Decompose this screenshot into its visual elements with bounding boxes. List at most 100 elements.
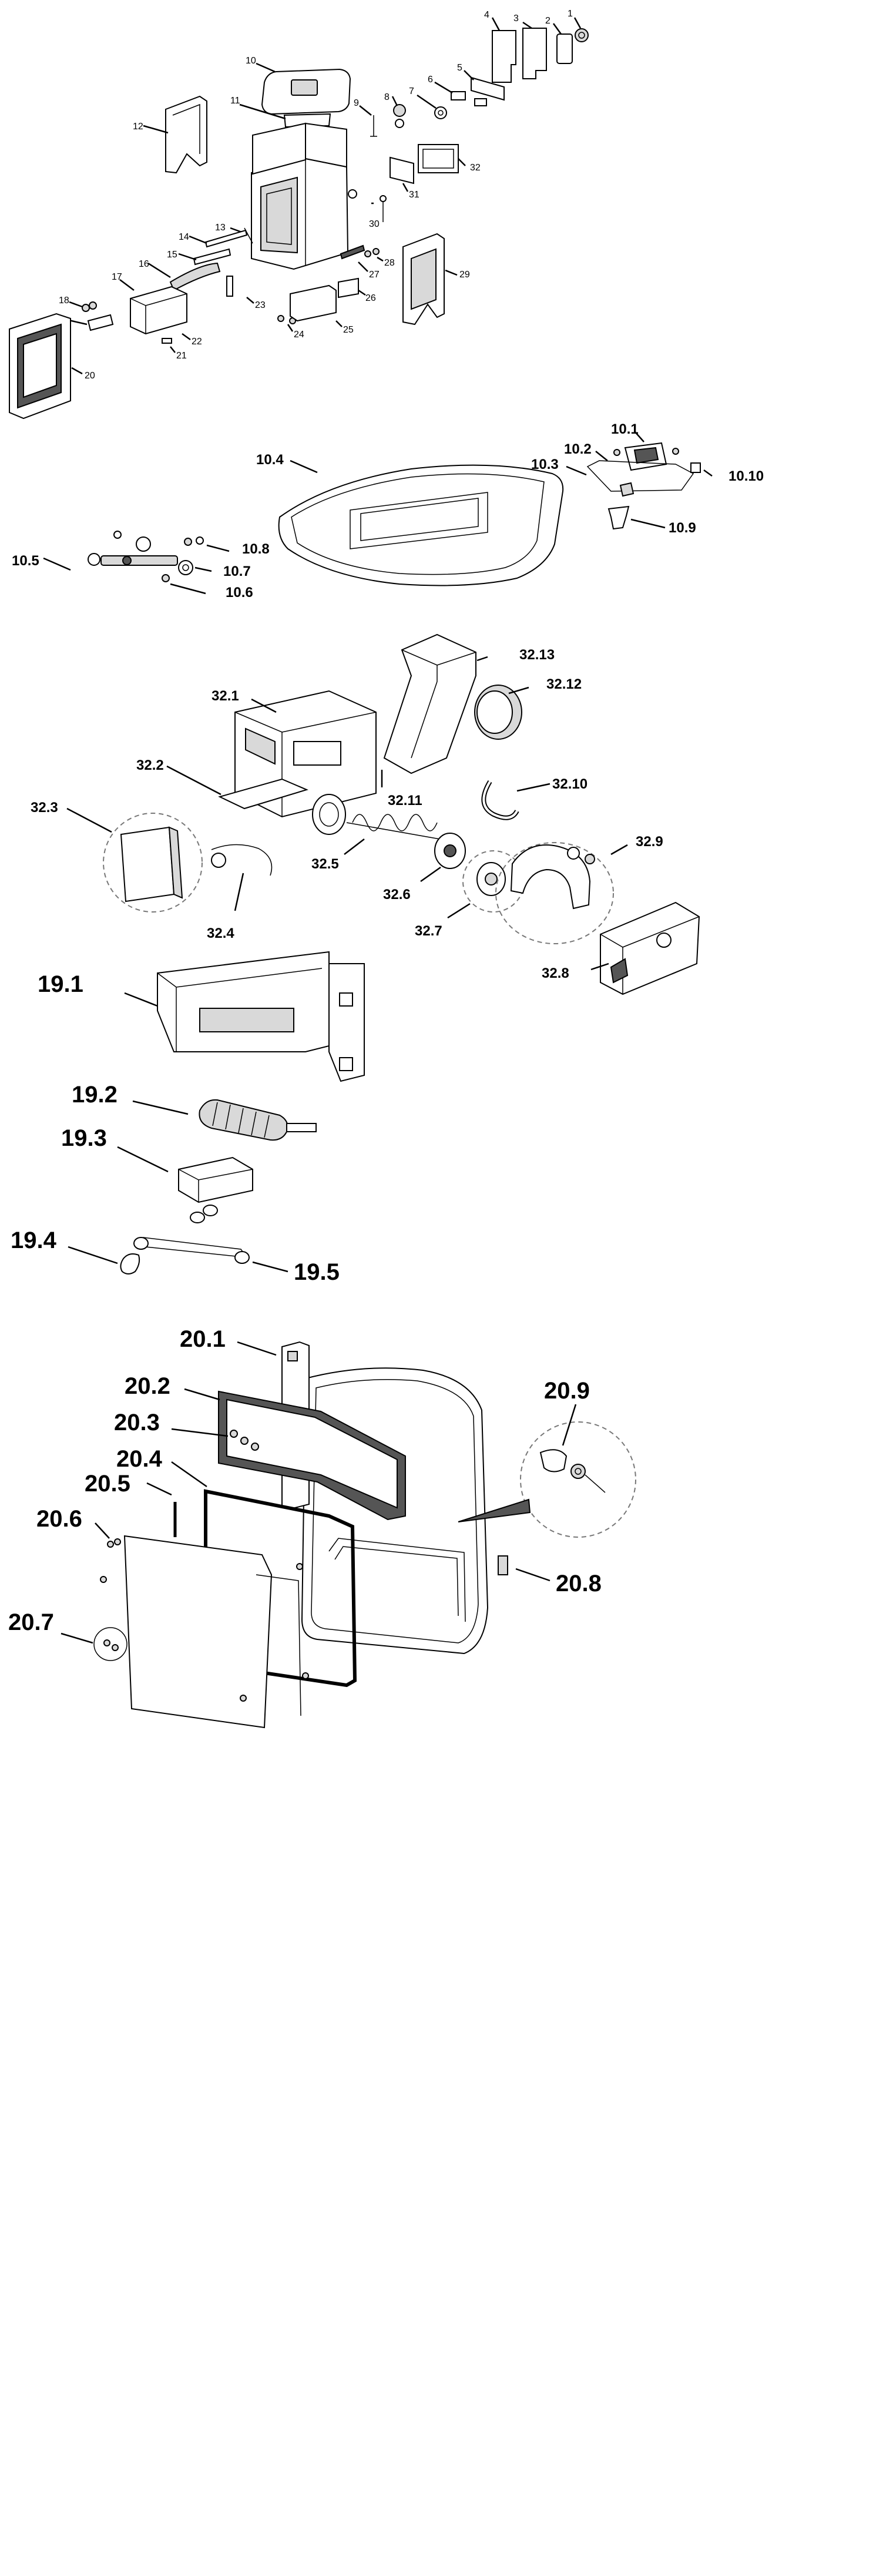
part-18: 18 (59, 296, 97, 312)
firepot-section: 19.1 19.2 19.3 19.5 19.4 (11, 951, 365, 1285)
part-32-2: 32.2 (136, 757, 308, 810)
label-15: 15 (167, 250, 177, 260)
part-21: 21 (162, 338, 187, 361)
label-26: 26 (365, 293, 376, 303)
part-19-3: 19.3 (61, 1125, 253, 1223)
label-20-9: 20.9 (544, 1378, 590, 1404)
part-12: 12 (133, 95, 207, 174)
label-20-5: 20.5 (85, 1471, 130, 1497)
label-32-1: 32.1 (212, 688, 239, 704)
part-20-8: 20.8 (498, 1555, 602, 1596)
part-10-9: 10.9 (607, 505, 696, 536)
part-5: 5 (457, 63, 505, 101)
part-15: 15 (167, 248, 231, 266)
label-17: 17 (112, 272, 122, 282)
door-section: 20.1 20.2 20.3 20.4 20.5 (8, 1326, 636, 1729)
label-20-8: 20.8 (556, 1571, 602, 1596)
part-19-2: 19.2 (72, 1082, 317, 1141)
label-32-10: 32.10 (552, 776, 588, 792)
hopper-section: 32.13 32.12 32.1 32.2 32.11 (31, 633, 700, 995)
label-5: 5 (457, 63, 462, 73)
part-9: 9 (354, 98, 377, 137)
part-32-7: 32.7 (415, 850, 525, 939)
label-10-4: 10.4 (256, 452, 284, 468)
label-31: 31 (409, 190, 419, 200)
part-2: 2 (545, 16, 573, 64)
part-26: 26 (338, 277, 376, 303)
part-10-6: 10.6 (162, 574, 253, 601)
part-20-3: 20.3 (114, 1410, 259, 1451)
part-20-7: 20.7 (8, 1609, 127, 1661)
label-7: 7 (409, 86, 414, 96)
label-8: 8 (384, 92, 390, 102)
label-20-3: 20.3 (114, 1410, 160, 1435)
part-6: 6 (428, 75, 487, 106)
label-32-13: 32.13 (519, 647, 555, 663)
label-11: 11 (230, 96, 240, 106)
part-32-8: 32.8 (542, 901, 700, 995)
label-3: 3 (513, 14, 519, 24)
top-plate-section: 10.4 10.1 10.2 10.3 10.10 10.9 (12, 421, 764, 601)
part-32-9: 32.9 (495, 834, 663, 944)
label-9: 9 (354, 98, 359, 108)
part-10-5: 10.5 (12, 531, 178, 571)
label-6: 6 (428, 75, 433, 85)
part-20-2: 20.2 (125, 1373, 406, 1521)
label-19-3: 19.3 (61, 1125, 107, 1151)
part-20-9: 20.9 (458, 1378, 636, 1538)
part-29: 29 (402, 233, 470, 326)
part-10-4: 10.4 (256, 452, 564, 586)
label-32-8: 32.8 (542, 965, 569, 981)
part-23: 23 (226, 276, 266, 310)
part-32-3: 32.3 (31, 800, 203, 913)
part-3: 3 (513, 14, 547, 79)
part-19-4: 19.4 (11, 1227, 140, 1274)
label-32: 32 (470, 163, 481, 173)
label-22: 22 (192, 337, 202, 347)
label-10-10: 10.10 (728, 468, 764, 484)
part-27: 27 (340, 244, 380, 280)
label-16: 16 (139, 259, 149, 269)
part-10-2: 10.2 (564, 441, 694, 492)
label-10-1: 10.1 (611, 421, 639, 437)
part-7: 7 (409, 86, 447, 119)
label-30: 30 (369, 219, 380, 229)
label-25: 25 (343, 325, 354, 335)
label-10-9: 10.9 (669, 520, 696, 536)
part-10-10: 10.10 (690, 462, 764, 484)
part-32-6: 32.6 (383, 833, 466, 903)
part-16: 16 (139, 259, 221, 291)
part-20: 20 (9, 313, 95, 420)
part-10-7: 10.7 (178, 560, 251, 579)
label-13: 13 (215, 223, 226, 233)
part-10-3: 10.3 (531, 457, 634, 497)
label-32-4: 32.4 (207, 925, 234, 941)
label-32-12: 32.12 (546, 676, 582, 692)
label-19-4: 19.4 (11, 1227, 57, 1253)
part-19-5: 19.5 (133, 1237, 340, 1285)
label-32-7: 32.7 (415, 923, 442, 939)
part-32-4: 32.4 (207, 844, 273, 941)
part-30: 30 (369, 195, 387, 229)
part-28: 28 (364, 248, 395, 268)
label-19-5: 19.5 (294, 1259, 340, 1285)
label-32-9: 32.9 (636, 834, 663, 850)
label-19-1: 19.1 (38, 971, 83, 997)
part-11: 11 (230, 96, 331, 128)
label-32-11: 32.11 (388, 793, 422, 809)
label-23: 23 (255, 300, 266, 310)
part-19-1: 19.1 (38, 951, 365, 1082)
label-10-6: 10.6 (226, 585, 253, 601)
label-14: 14 (179, 232, 189, 242)
part-10-8: 10.8 (184, 536, 270, 557)
label-27: 27 (369, 270, 380, 280)
part-32: 32 (418, 144, 481, 173)
label-32-5: 32.5 (311, 856, 339, 872)
label-20-4: 20.4 (116, 1446, 163, 1472)
part-8: 8 (384, 92, 406, 128)
label-2: 2 (545, 16, 550, 26)
part-22: 22 (182, 333, 202, 347)
part-31: 31 (390, 156, 419, 200)
label-4: 4 (484, 10, 489, 20)
